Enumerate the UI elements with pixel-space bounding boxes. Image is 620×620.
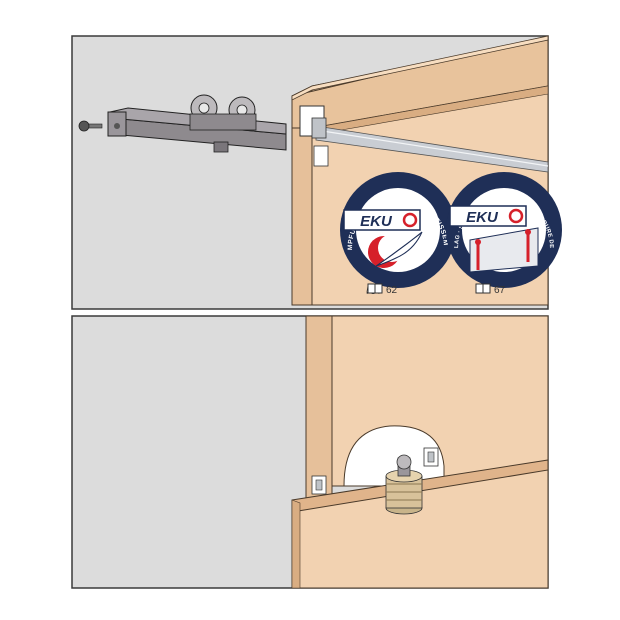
carriage-screw-hole (114, 123, 120, 129)
brand-logo-mark (402, 212, 418, 228)
page-ref: 67 (494, 285, 506, 296)
brand-logo-text: EKU (466, 209, 499, 226)
brand-logo-mark (508, 208, 524, 224)
top-panel: DÄMPFUNG · SOFT CLOSE · AMORTISSEMENT EK… (0, 0, 562, 310)
roller-carriage (78, 94, 287, 153)
track-rail-highlight (315, 129, 549, 167)
roller-wheel-left-hub (198, 102, 210, 114)
roller-wheel-right-hub (236, 104, 248, 116)
roller-adjust-nut (213, 141, 229, 153)
cabinet-bottom-edge (291, 499, 301, 589)
bottom-panel (71, 315, 549, 589)
roller-axle-block (189, 113, 257, 131)
brand-logo-text: EKU (360, 213, 393, 230)
rail-lower-clip (313, 145, 329, 167)
page-ref: 62 (386, 285, 398, 296)
rail-end-cap (311, 117, 327, 139)
mounting-screw-head (78, 120, 90, 132)
cabinet-top-board-face (291, 35, 549, 101)
arch-cutout (343, 425, 445, 487)
straightening-fitting-icon (469, 227, 539, 273)
guide-wheel (396, 454, 412, 470)
brand-plate (343, 209, 421, 231)
brand-plate (449, 205, 527, 227)
floor-guide-roller (385, 454, 423, 515)
book-icon (475, 283, 491, 294)
